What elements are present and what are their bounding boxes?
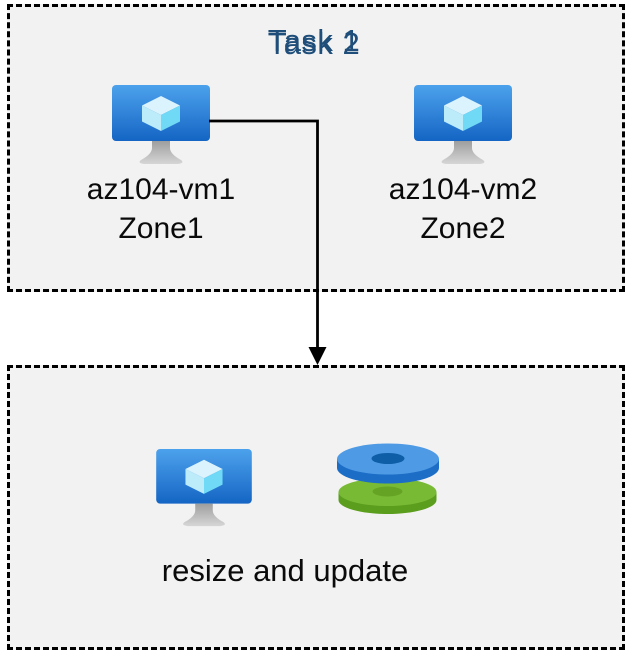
virtual-machine-icon	[414, 85, 512, 167]
vm1-name: az104-vm1	[86, 173, 236, 206]
vm2-zone: Zone2	[420, 212, 506, 245]
task2-caption: resize and update	[161, 553, 409, 588]
vm1-group	[112, 85, 210, 167]
task1-title: Task 1	[267, 23, 361, 58]
task2-vm-group	[156, 449, 252, 529]
vm1-zone: Zone1	[118, 212, 204, 245]
managed-disks-icon	[336, 443, 440, 515]
vm2-label: az104-vm2 Zone2	[363, 170, 563, 248]
virtual-machine-icon	[156, 449, 252, 529]
virtual-machine-icon	[112, 85, 210, 167]
vm1-label: az104-vm1 Zone1	[61, 170, 261, 248]
task2-disks-group	[336, 443, 440, 515]
task2-box	[7, 365, 625, 650]
vm2-name: az104-vm2	[388, 173, 538, 206]
task2-title: Task 2	[267, 26, 361, 61]
vm2-group	[414, 85, 512, 167]
